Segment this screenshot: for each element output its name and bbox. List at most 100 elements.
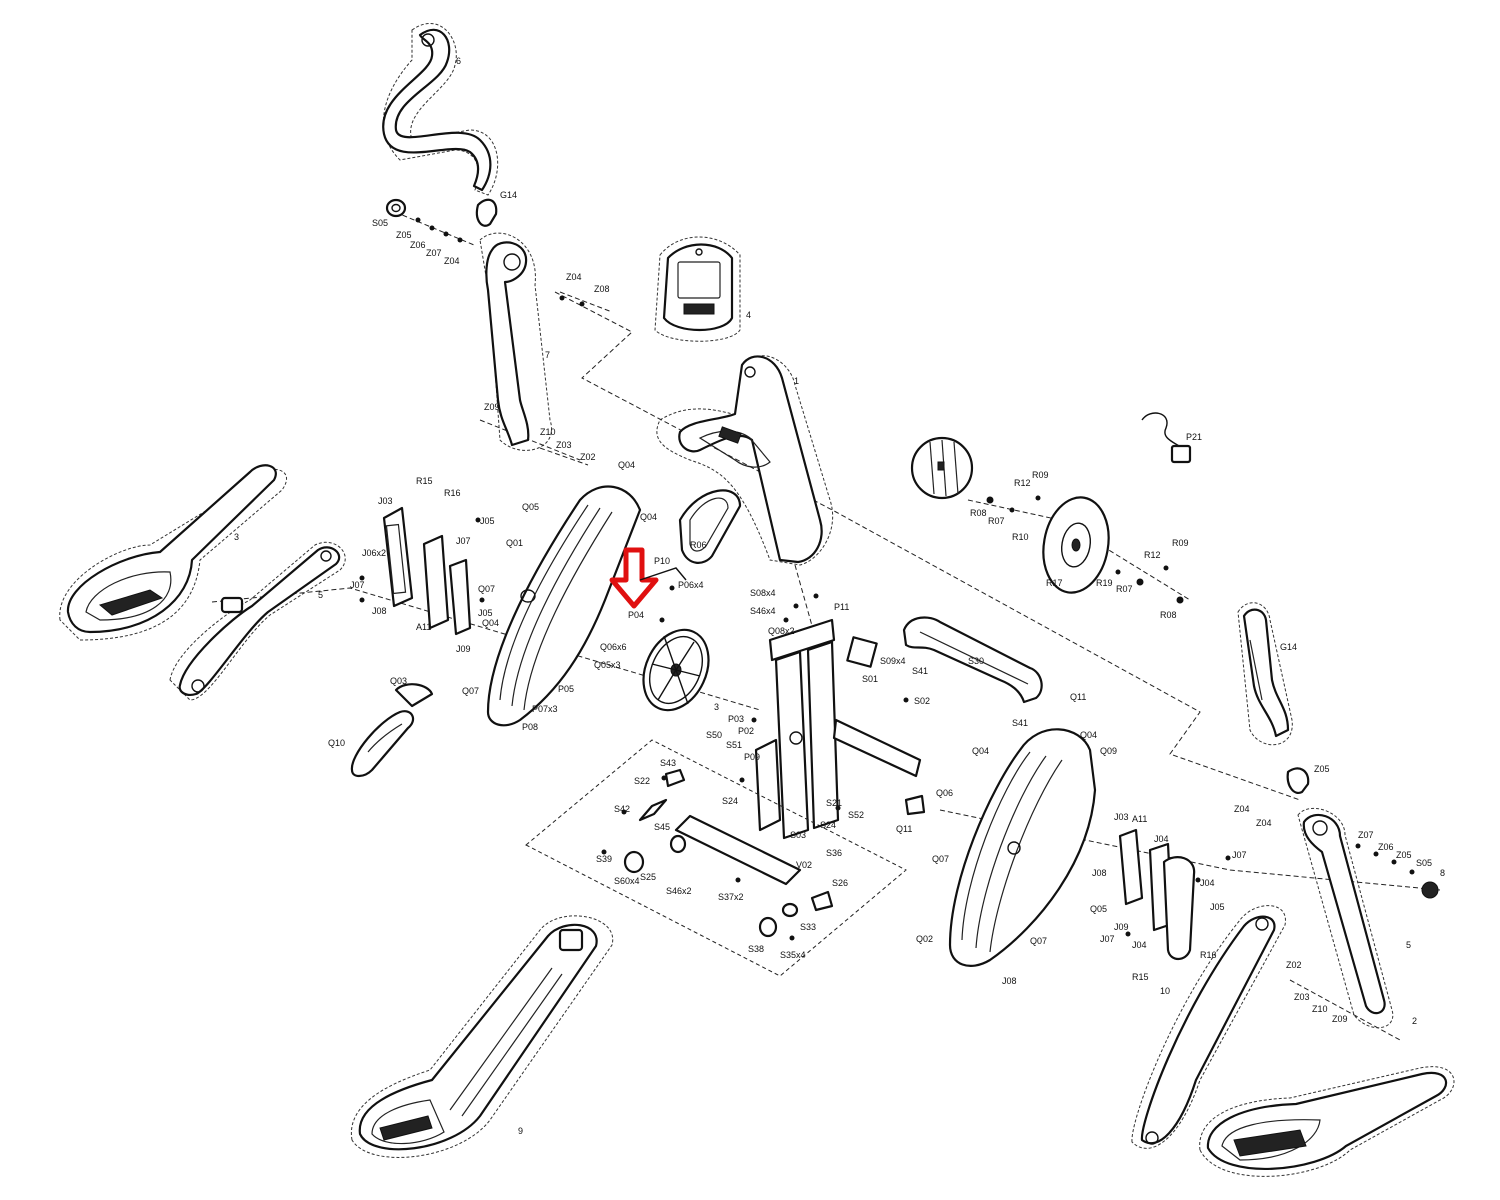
label: Z04 xyxy=(1256,818,1272,828)
label: S24 xyxy=(722,796,738,806)
pedal-arm-3-left xyxy=(59,464,288,641)
label: Z09 xyxy=(1332,1014,1348,1024)
label: A11 xyxy=(1132,814,1147,824)
label: J08 xyxy=(372,606,387,616)
label: R12 xyxy=(1144,550,1161,560)
label: Z04 xyxy=(1234,804,1250,814)
label: J07 xyxy=(456,536,471,546)
detail-zoom-circle xyxy=(910,436,974,500)
label: S08x4 xyxy=(750,588,776,598)
label: S22 xyxy=(634,776,650,786)
label: P07x3 xyxy=(532,704,558,714)
handlebar-10-right xyxy=(1237,602,1293,746)
label: Z06 xyxy=(410,240,426,250)
label: P08 xyxy=(522,722,538,732)
label: S26 xyxy=(832,878,848,888)
label: S43 xyxy=(660,758,676,768)
label: Q07 xyxy=(1030,936,1047,946)
label: Q09 xyxy=(1100,746,1117,756)
label: P10 xyxy=(654,556,670,566)
label: J08 xyxy=(1092,868,1107,878)
label: S24 xyxy=(820,820,836,830)
label: R09 xyxy=(1032,470,1049,480)
label: Q05x3 xyxy=(594,660,621,670)
label: P21 xyxy=(1186,432,1202,442)
label: Z04 xyxy=(444,256,460,266)
label: J04 xyxy=(1154,834,1169,844)
label: A11 xyxy=(416,622,431,632)
label: S02 xyxy=(914,696,930,706)
label: R17 xyxy=(1046,578,1063,588)
pedal-arm-2-left xyxy=(350,915,614,1158)
label: J07 xyxy=(1100,934,1115,944)
label: S50 xyxy=(706,730,722,740)
highlight-arrow xyxy=(609,547,659,609)
label: S52 xyxy=(848,810,864,820)
flywheel-wheel xyxy=(642,628,710,712)
label: S30 xyxy=(968,656,984,666)
knob-s05-left xyxy=(385,198,463,243)
label: Q05 xyxy=(522,502,539,512)
label: R09 xyxy=(1172,538,1189,548)
bushing-g14-right xyxy=(1286,767,1310,794)
label: Q04 xyxy=(482,618,499,628)
side-cover-q02-right xyxy=(948,728,1097,967)
label: R12 xyxy=(1014,478,1031,488)
label: J03 xyxy=(1114,812,1129,822)
label: J05 xyxy=(478,608,493,618)
label: 5 xyxy=(318,590,323,600)
label: R16 xyxy=(444,488,461,498)
label: R08 xyxy=(1160,610,1177,620)
label: P09 xyxy=(744,752,760,762)
label: J09 xyxy=(456,644,471,654)
label: P02 xyxy=(738,726,754,736)
label: Z09 xyxy=(484,402,500,412)
base-crossbar xyxy=(601,768,834,941)
arm-8-right xyxy=(1297,807,1439,1029)
label: 6 xyxy=(456,56,461,66)
label: Q04 xyxy=(972,746,989,756)
label: S05 xyxy=(372,218,388,228)
label: J03 xyxy=(378,496,393,506)
label: Q07 xyxy=(932,854,949,864)
label: S03 xyxy=(790,830,806,840)
bushing-g14-left xyxy=(475,198,498,227)
part-labels: 6 G14 S05 Z05 Z06 Z07 Z04 Z04 Z08 4 7 1 … xyxy=(234,56,1445,1136)
bracket-group-right xyxy=(1118,828,1231,961)
label: Z04 xyxy=(566,272,582,282)
pedal-arm-9-right xyxy=(1199,1066,1455,1177)
label: Z03 xyxy=(556,440,572,450)
label: R15 xyxy=(416,476,433,486)
label: S41 xyxy=(1012,718,1028,728)
base-subassembly-box xyxy=(525,739,907,977)
label: J09 xyxy=(1114,922,1129,932)
label: Q01 xyxy=(506,538,523,548)
frame-1-upright xyxy=(656,355,834,566)
label: J05 xyxy=(1210,902,1225,912)
label: G14 xyxy=(500,190,517,200)
label: 5 xyxy=(1406,940,1411,950)
label: 4 xyxy=(746,310,751,320)
label: Z10 xyxy=(540,427,556,437)
label: Q11 xyxy=(1070,692,1086,702)
power-adapter-p21 xyxy=(1141,412,1192,464)
label: Z05 xyxy=(1396,850,1412,860)
label: G14 xyxy=(1280,642,1297,652)
label: P05 xyxy=(558,684,574,694)
label: R15 xyxy=(1132,972,1149,982)
label: R07 xyxy=(988,516,1005,526)
label: Z10 xyxy=(1312,1004,1328,1014)
label: J04 xyxy=(1200,878,1215,888)
link-5-right xyxy=(1131,905,1286,1149)
label: S25 xyxy=(640,872,656,882)
flywheel-r17 xyxy=(986,495,1184,604)
label: 10 xyxy=(1160,986,1170,996)
label: Q10 xyxy=(328,738,345,748)
bracket-group-left xyxy=(359,506,485,636)
label: 9 xyxy=(518,1126,523,1136)
label: R07 xyxy=(1116,584,1133,594)
label: 7 xyxy=(545,350,550,360)
label: J04 xyxy=(1132,940,1147,950)
label: S39 xyxy=(596,854,612,864)
label: J07 xyxy=(1232,850,1247,860)
